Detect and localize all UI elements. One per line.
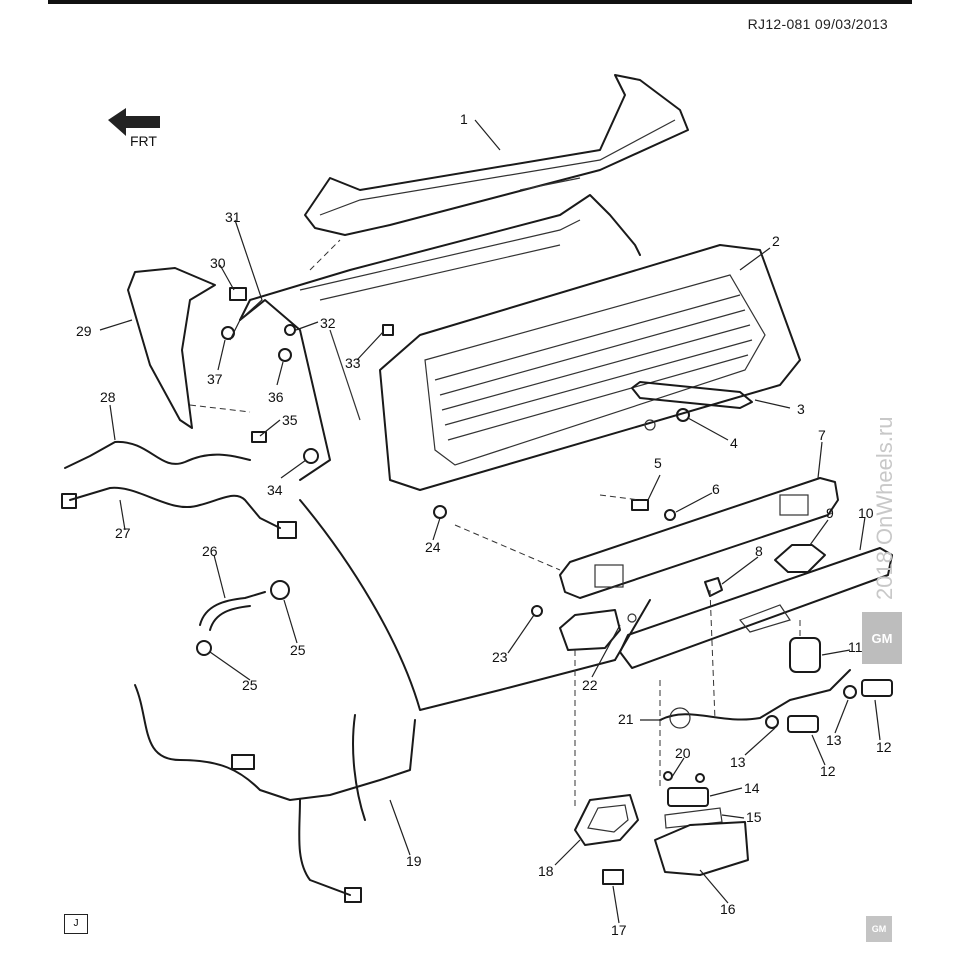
part-20-screws bbox=[663, 771, 705, 783]
callout-10: 10 bbox=[858, 505, 874, 521]
liftgate-inner-panel bbox=[239, 194, 651, 711]
callout-25-upper: 25 bbox=[290, 642, 306, 658]
callout-12-left: 12 bbox=[820, 763, 836, 779]
callout-labels: 1 2 3 4 5 6 7 8 9 10 11 12 12 13 13 14 1… bbox=[76, 111, 892, 938]
callout-34: 34 bbox=[267, 482, 283, 498]
part-1-spoiler bbox=[304, 74, 689, 236]
front-direction-arrow-icon: FRT bbox=[108, 108, 160, 149]
callout-25-lower: 25 bbox=[242, 677, 258, 693]
part-28-washer-hose bbox=[64, 440, 251, 469]
part-29-side-trim bbox=[127, 267, 216, 429]
callout-18: 18 bbox=[538, 863, 554, 879]
callout-21: 21 bbox=[618, 711, 634, 727]
part-24-grommet bbox=[433, 505, 447, 519]
part-5-clip bbox=[631, 499, 649, 511]
part-13-socket-right bbox=[843, 685, 857, 699]
callout-33: 33 bbox=[345, 355, 361, 371]
part-17-clip bbox=[602, 869, 624, 885]
callout-7: 7 bbox=[818, 427, 826, 443]
corner-tag: J bbox=[64, 914, 88, 934]
callout-1: 1 bbox=[460, 111, 468, 127]
part-15-gasket bbox=[664, 807, 723, 829]
watermark-text: 2018 OnWheels.ru bbox=[872, 416, 897, 600]
diagram-reference-code: RJ12-081 09/03/2013 bbox=[747, 16, 888, 32]
part-14-switch bbox=[667, 787, 709, 807]
callout-16: 16 bbox=[720, 901, 736, 917]
watermark-badge: GM bbox=[862, 612, 902, 664]
callout-12-right: 12 bbox=[876, 739, 892, 755]
callout-2: 2 bbox=[772, 233, 780, 249]
callout-5: 5 bbox=[654, 455, 662, 471]
callout-36: 36 bbox=[268, 389, 284, 405]
part-34-grommet bbox=[303, 448, 319, 464]
callout-37: 37 bbox=[207, 371, 223, 387]
watermark-badge-small: GM bbox=[866, 916, 892, 942]
part-22-bracket bbox=[559, 609, 637, 651]
part-25-grommet-lower bbox=[196, 640, 212, 656]
callout-11: 11 bbox=[848, 639, 863, 655]
callout-31: 31 bbox=[225, 209, 241, 225]
part-7-applique bbox=[559, 477, 839, 599]
part-8-nut bbox=[704, 577, 723, 597]
alignment-lines bbox=[189, 239, 801, 810]
part-19-main-harness bbox=[134, 684, 416, 903]
part-9-emblem-icon bbox=[774, 544, 826, 573]
part-6-bolt bbox=[664, 509, 676, 521]
callout-26: 26 bbox=[202, 543, 218, 559]
part-36-grommet bbox=[278, 348, 292, 362]
part-21-harness-pigtail bbox=[659, 669, 851, 729]
callout-14: 14 bbox=[744, 780, 760, 796]
part-4-wiper-grommet bbox=[644, 408, 690, 431]
callout-24: 24 bbox=[425, 539, 441, 555]
callout-8: 8 bbox=[755, 543, 763, 559]
part-12-license-lamp-right bbox=[861, 679, 893, 697]
part-13-socket-left bbox=[765, 715, 779, 729]
part-26-hose bbox=[199, 591, 266, 631]
part-11-lamp bbox=[789, 637, 821, 673]
part-23-bolt bbox=[531, 605, 543, 617]
callout-19: 19 bbox=[406, 853, 422, 869]
callout-35: 35 bbox=[282, 412, 298, 428]
top-border-bar bbox=[48, 0, 912, 4]
callout-9: 9 bbox=[826, 505, 834, 521]
callout-17: 17 bbox=[611, 922, 627, 938]
part-35-clip bbox=[251, 431, 267, 443]
part-2-rear-window bbox=[379, 244, 801, 491]
callout-27: 27 bbox=[115, 525, 131, 541]
callout-13-left: 13 bbox=[730, 754, 746, 770]
part-33-fastener bbox=[382, 324, 394, 336]
callout-29: 29 bbox=[76, 323, 92, 339]
part-27-harness bbox=[61, 486, 297, 539]
callout-30: 30 bbox=[210, 255, 226, 271]
callout-15: 15 bbox=[746, 809, 762, 825]
leader-lines bbox=[99, 119, 881, 924]
callout-6: 6 bbox=[712, 481, 720, 497]
callout-4: 4 bbox=[730, 435, 738, 451]
part-37-grommet bbox=[221, 326, 235, 340]
part-18-bezel bbox=[574, 794, 639, 846]
part-12-license-lamp-left bbox=[787, 715, 819, 733]
part-10-molding bbox=[619, 547, 893, 669]
callout-13-right: 13 bbox=[826, 732, 842, 748]
part-30-clip bbox=[229, 287, 247, 301]
front-label: FRT bbox=[130, 133, 157, 149]
callout-20: 20 bbox=[675, 745, 691, 761]
callout-28: 28 bbox=[100, 389, 116, 405]
callout-22: 22 bbox=[582, 677, 598, 693]
callout-3: 3 bbox=[797, 401, 805, 417]
part-32-nut bbox=[284, 324, 296, 336]
callout-23: 23 bbox=[492, 649, 508, 665]
part-25-grommet-upper bbox=[270, 580, 290, 600]
callout-32: 32 bbox=[320, 315, 336, 331]
part-16-handle bbox=[654, 821, 749, 876]
part-3-wiper-arm bbox=[631, 381, 753, 409]
